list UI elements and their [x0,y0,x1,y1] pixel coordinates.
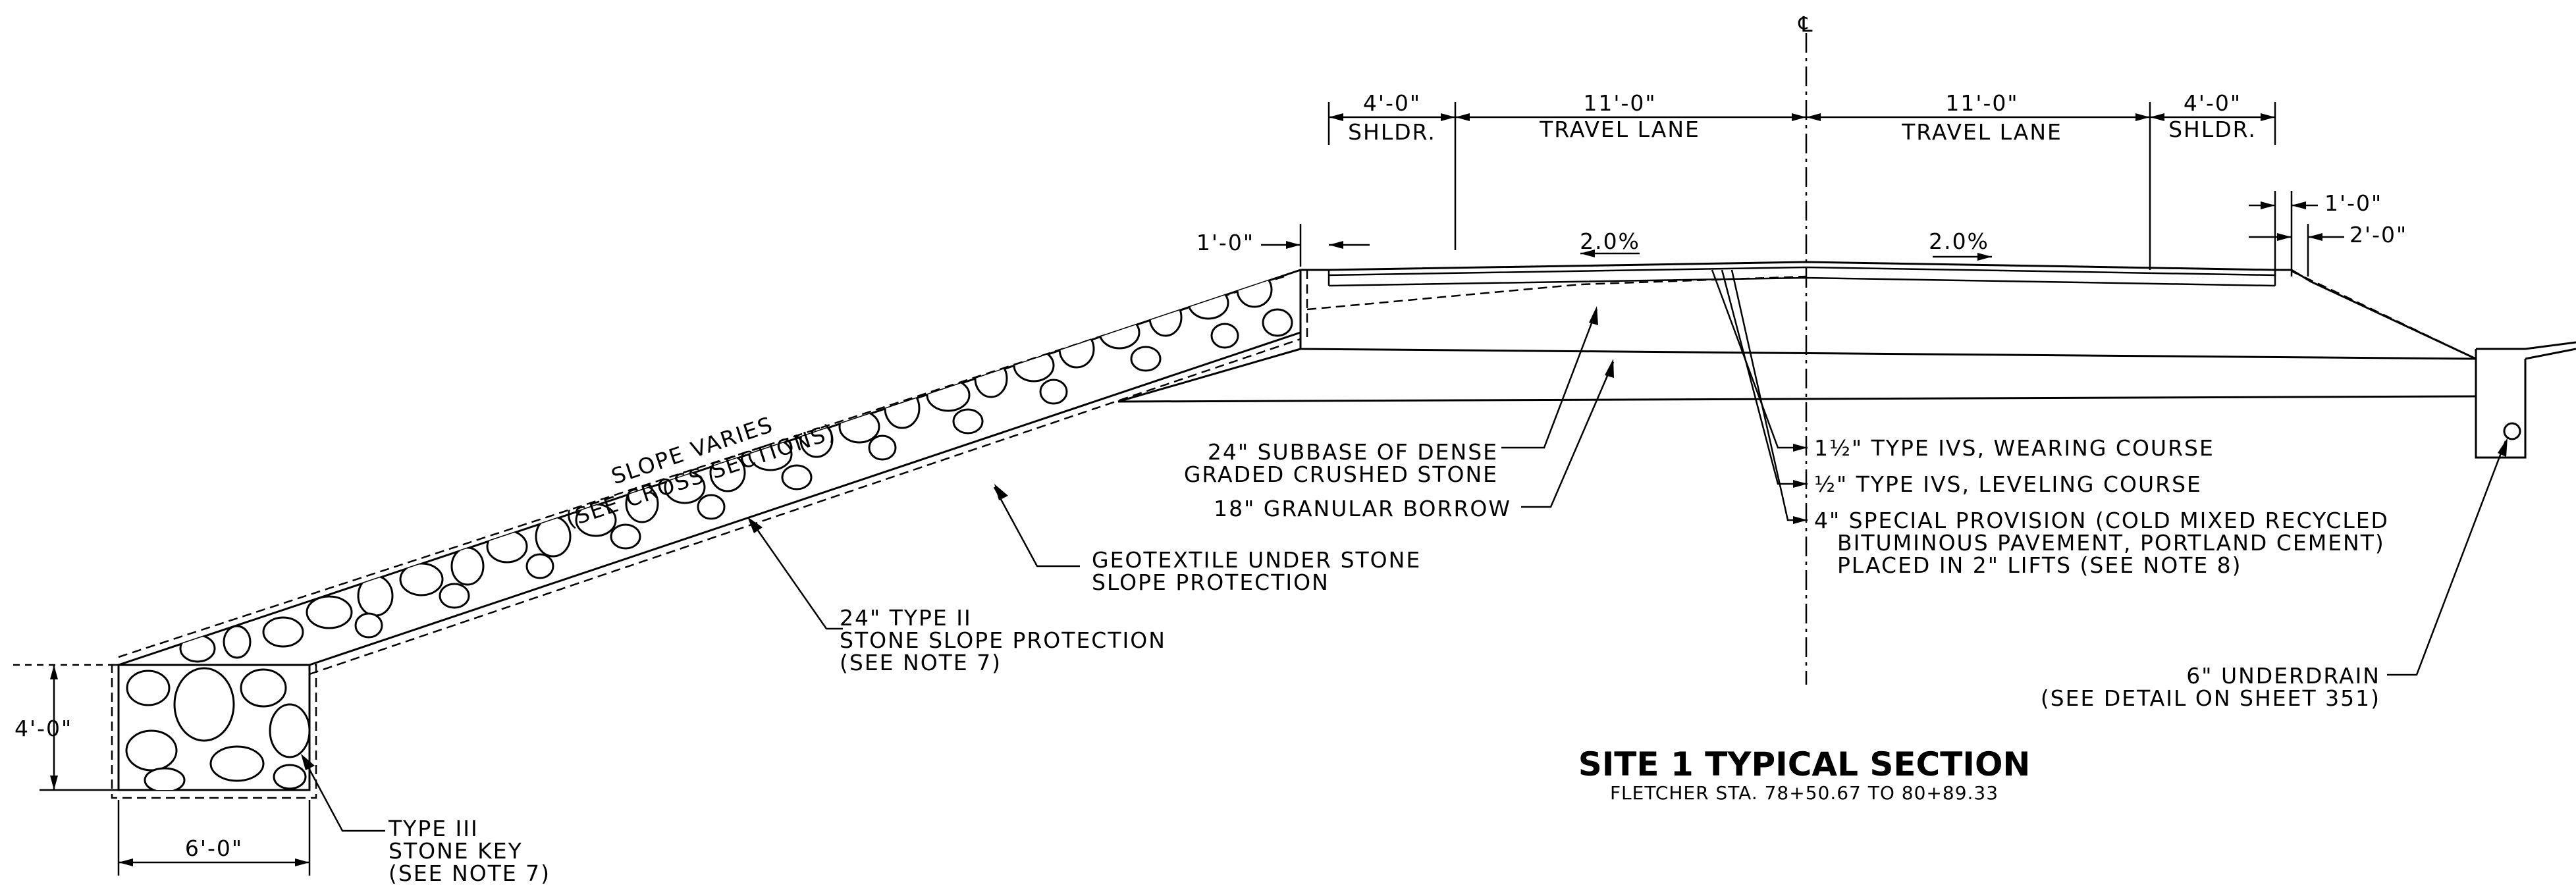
label-lane-left: TRAVEL LANE [1539,117,1700,142]
leader-lines-right [1711,269,2508,676]
label-shoulder-right: SHLDR. [2168,117,2257,142]
cross-slope-right: 2.0% [1929,228,1989,254]
callout-underdrain-line2: (SEE DETAIL ON SHEET 351) [2041,685,2380,711]
subgrade-lines [1117,332,2477,403]
callout-stone-slope-line3: (SEE NOTE 7) [840,650,1002,675]
dim-lane-right: 11'-0" [1945,90,2018,116]
dim-shoulder-right: 4'-0" [2184,90,2241,116]
callout-stone-key-line2: STONE KEY [389,838,523,864]
dim-key-width: 6'-0" [185,835,243,861]
right-offset-dims [2249,191,2344,277]
callout-stone-slope-line2: STONE SLOPE PROTECTION [840,627,1166,653]
top-dimensions [1328,102,2276,270]
callout-subbase-line2: GRADED CRUSHED STONE [1184,461,1498,487]
callout-geotextile-line1: GEOTEXTILE UNDER STONE [1092,547,1421,573]
cross-slope-left: 2.0% [1580,228,1640,254]
cross-slope-right-arrow [1933,253,1992,261]
callout-geotextile-line2: SLOPE PROTECTION [1092,569,1329,595]
dim-lane-left: 11'-0" [1583,90,1656,116]
callout-leveling: ½" TYPE IVS, LEVELING COURSE [1814,471,2202,497]
left-offset-dim [1261,224,1370,267]
leader-lines-left [301,306,1615,832]
section-subtitle: FLETCHER STA. 78+50.67 TO 80+89.33 [1610,782,1999,804]
callout-special-line1: 4" SPECIAL PROVISION (COLD MIXED RECYCLE… [1814,508,2389,533]
dim-key-depth: 4'-0" [14,716,72,741]
slope-note: SLOPE VARIES (SEE CROSS SECTIONS) [562,411,839,533]
callout-borrow: 18" GRANULAR BORROW [1214,496,1511,521]
right-ditch [2291,269,2576,459]
label-shoulder-left: SHLDR. [1348,119,1436,145]
callout-stone-key-line1: TYPE III [388,816,479,841]
centerline-symbol: ℄ [1798,11,1813,37]
callout-wearing: 1½" TYPE IVS, WEARING COURSE [1814,435,2214,461]
underdrain-pipe [2503,422,2521,440]
label-lane-right: TRAVEL LANE [1901,119,2062,145]
callout-stone-key-line3: (SEE NOTE 7) [389,860,550,886]
callout-special-line3: PLACED IN 2" LIFTS (SEE NOTE 8) [1837,552,2242,578]
stone-key [13,664,317,876]
pavement-layers [1301,261,2477,360]
section-title: SITE 1 TYPICAL SECTION [1578,745,2031,783]
dim-ditch-offset: 2'-0" [2349,222,2407,248]
dim-offset-left: 1'-0" [1196,230,1254,255]
callout-subbase-line1: 24" SUBBASE OF DENSE [1208,439,1498,465]
callout-underdrain-line1: 6" UNDERDRAIN [2186,663,2380,689]
cross-slope-left-arrow [1580,250,1640,257]
callout-stone-slope-line1: 24" TYPE II [840,605,972,631]
dim-offset-right: 1'-0" [2324,190,2382,216]
callout-special-line2: BITUMINOUS PAVEMENT, PORTLAND CEMENT) [1837,530,2385,556]
dim-shoulder-left: 4'-0" [1363,90,1421,116]
